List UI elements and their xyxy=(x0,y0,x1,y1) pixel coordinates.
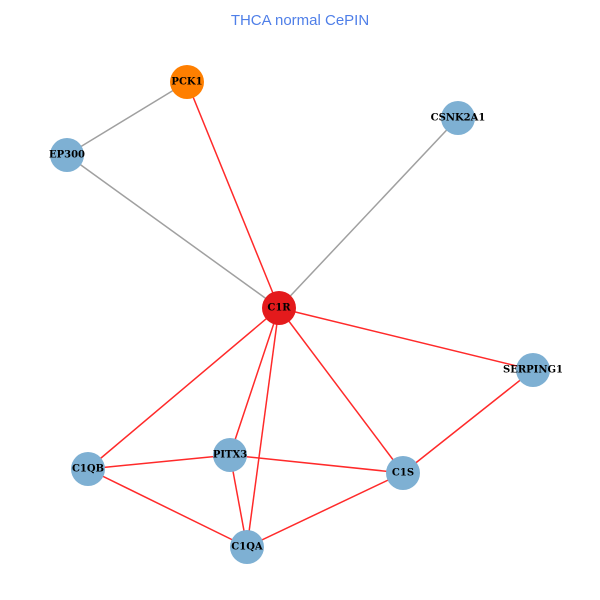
node-ep300: EP300 xyxy=(49,138,85,172)
node-pitx3: PITX3 xyxy=(213,438,247,472)
node-c1r: C1R xyxy=(262,291,296,325)
node-circle xyxy=(441,101,475,135)
edge-ep300-c1r xyxy=(66,154,280,309)
node-label: C1QB xyxy=(72,464,104,475)
edge-c1qb-pitx3 xyxy=(87,454,231,470)
node-csnk2a1: CSNK2A1 xyxy=(431,101,486,135)
edge-c1qb-c1qa xyxy=(87,468,248,548)
edge-c1r-serping1 xyxy=(278,307,534,371)
node-label: C1S xyxy=(392,468,414,479)
node-circle xyxy=(170,65,204,99)
node-label: EP300 xyxy=(49,150,85,161)
node-label: PITX3 xyxy=(213,450,247,461)
edge-c1r-c1qb xyxy=(87,307,280,470)
edge-c1r-pitx3 xyxy=(229,307,280,456)
edge-pck1-c1r xyxy=(186,81,280,309)
node-circle xyxy=(516,353,550,387)
edge-csnk2a1-c1r xyxy=(278,117,459,309)
node-circle xyxy=(262,291,296,325)
edge-c1qa-c1s xyxy=(246,472,404,548)
node-label: C1QA xyxy=(231,542,263,553)
edge-pck1-ep300 xyxy=(66,81,188,156)
node-c1qb: C1QB xyxy=(71,452,105,486)
node-c1qa: C1QA xyxy=(230,530,264,564)
node-circle xyxy=(386,456,420,490)
chart-title: THCA normal CePIN xyxy=(230,12,370,29)
node-label: PCK1 xyxy=(171,77,202,88)
node-circle xyxy=(71,452,105,486)
node-label: CSNK2A1 xyxy=(431,113,486,124)
edge-pitx3-c1s xyxy=(229,454,404,474)
node-pck1: PCK1 xyxy=(170,65,204,99)
node-label: SERPING1 xyxy=(503,365,563,376)
node-serping1: SERPING1 xyxy=(503,353,563,387)
edge-c1r-c1s xyxy=(278,307,404,474)
node-circle xyxy=(230,530,264,564)
node-label: C1R xyxy=(267,303,291,314)
edge-c1r-c1qa xyxy=(246,307,280,548)
node-circle xyxy=(213,438,247,472)
node-circle xyxy=(50,138,84,172)
node-c1s: C1S xyxy=(386,456,420,490)
edge-serping1-c1s xyxy=(402,369,534,474)
